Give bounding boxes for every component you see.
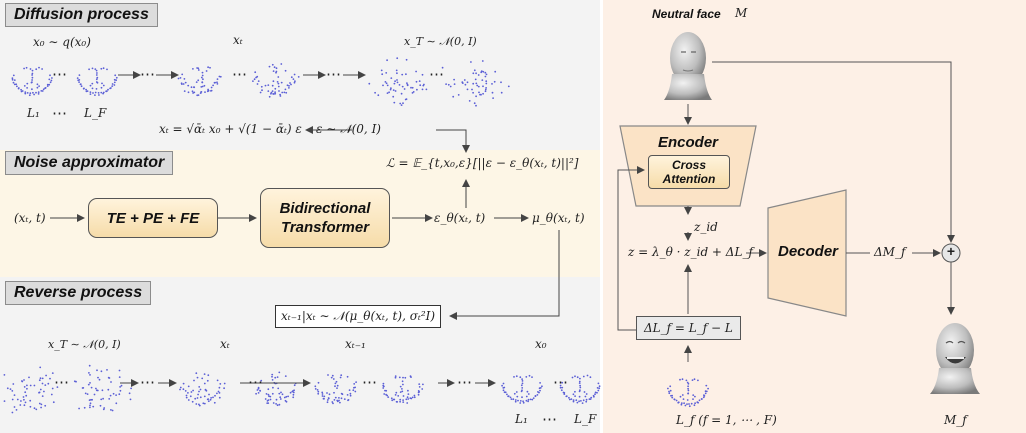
reverse-L-dots: ⋯ bbox=[542, 410, 557, 428]
bot-dots-1: ⋯ bbox=[54, 373, 69, 391]
bot-dots-4: ⋯ bbox=[362, 373, 377, 391]
bot-dots-3: ⋯ bbox=[248, 373, 263, 391]
reverse-xt1-label: xₜ₋₁ bbox=[345, 337, 366, 351]
decoder-shape bbox=[767, 189, 847, 317]
decoder-label: Decoder bbox=[777, 243, 839, 260]
top-dots-3: ⋯ bbox=[232, 65, 247, 83]
diffusion-face-clouds bbox=[11, 57, 510, 107]
face-cloud-bot-4 bbox=[255, 371, 297, 407]
L1-label: L₁ bbox=[27, 106, 40, 120]
bot-dots-6: ⋯ bbox=[553, 373, 568, 391]
face-cloud-bot-2 bbox=[73, 364, 133, 412]
face-cloud-bot-8 bbox=[559, 374, 601, 404]
lf-face-cloud bbox=[667, 378, 709, 408]
bot-dots-5: ⋯ bbox=[457, 373, 472, 391]
neutral-face-label: Neutral face bbox=[652, 7, 721, 21]
epsilon-label: ε ∼ 𝒩(0, I) bbox=[316, 122, 381, 136]
cross-attention-box: Cross Attention bbox=[648, 155, 730, 189]
diffusion-process-title: Diffusion process bbox=[5, 3, 158, 27]
face-cloud-top-1 bbox=[11, 66, 53, 97]
reverse-xt-label: xₜ bbox=[220, 337, 230, 351]
neutral-face-symbol: M bbox=[735, 6, 748, 20]
LF-label: L_F bbox=[84, 106, 107, 120]
z-formula: z = λ_θ · z_id + ΔL_f bbox=[628, 245, 753, 259]
plus-sign: + bbox=[946, 243, 956, 259]
x0-label: x₀ ∼ q(x₀) bbox=[33, 35, 91, 49]
mf-label: M_f bbox=[944, 413, 967, 427]
face-cloud-top-4 bbox=[252, 63, 300, 98]
top-dots-2: ⋯ bbox=[140, 65, 155, 83]
top-dots-1: ⋯ bbox=[52, 65, 67, 83]
xT-label: x_T ∼ 𝒩(0, I) bbox=[404, 35, 477, 48]
expression-face-head bbox=[930, 323, 980, 394]
reverse-x0-label: x₀ bbox=[535, 337, 547, 351]
face-cloud-top-6 bbox=[441, 60, 510, 107]
face-cloud-bot-6 bbox=[382, 375, 424, 404]
face-cloud-top-3 bbox=[177, 66, 222, 97]
L-dots-label: ⋯ bbox=[52, 104, 67, 122]
top-dots-4: ⋯ bbox=[326, 65, 341, 83]
encoder-label: Encoder bbox=[657, 134, 718, 151]
delta-l-box: ΔL_f = L_f − L bbox=[636, 316, 741, 340]
reverse-LF-label: L_F bbox=[574, 412, 597, 426]
delta-m-label: ΔM_f bbox=[874, 245, 906, 259]
reverse-face-clouds bbox=[3, 364, 601, 414]
noise-approximator-title: Noise approximator bbox=[5, 151, 174, 175]
neutral-face-head bbox=[664, 32, 712, 100]
face-cloud-bot-3 bbox=[179, 372, 226, 407]
mu-theta-label: μ_θ(xₜ, t) bbox=[532, 211, 585, 225]
reverse-formula-box: xₜ₋₁|xₜ ∼ 𝒩(μ_θ(xₜ, t), σₜ²I) bbox=[275, 305, 442, 328]
face-cloud-bot-5 bbox=[314, 374, 357, 405]
reverse-xT-label: x_T ∼ 𝒩(0, I) bbox=[48, 338, 121, 351]
face-cloud-top-2 bbox=[76, 67, 118, 96]
eps-theta-label: ε_θ(xₜ, t) bbox=[434, 211, 486, 225]
bot-dots-2: ⋯ bbox=[140, 373, 155, 391]
input-label: (xₜ, t) bbox=[14, 211, 46, 225]
lf-range-label: L_f (f = 1, ⋯ , F) bbox=[676, 413, 777, 427]
te-pe-fe-box: TE + PE + FE bbox=[88, 198, 218, 238]
face-cloud-bot-7 bbox=[501, 374, 543, 404]
face-cloud-bot-1 bbox=[3, 366, 59, 414]
loss-formula: ℒ = 𝔼_{t,x₀,ε}[||ε − ε_θ(xₜ, t)||²] bbox=[386, 156, 579, 170]
top-dots-5: ⋯ bbox=[429, 65, 444, 83]
z-id-label: z_id bbox=[694, 220, 718, 234]
face-cloud-top-5 bbox=[368, 57, 428, 106]
xt-label: xₜ bbox=[233, 33, 243, 47]
reverse-L1-label: L₁ bbox=[515, 412, 528, 426]
reverse-process-title: Reverse process bbox=[5, 281, 152, 305]
bidirectional-transformer-box: Bidirectional Transformer bbox=[260, 188, 390, 248]
lf-face-cloud-points bbox=[667, 378, 709, 408]
xt-formula: xₜ = √ᾱₜ x₀ + √(1 − ᾱₜ) ε bbox=[159, 122, 302, 136]
